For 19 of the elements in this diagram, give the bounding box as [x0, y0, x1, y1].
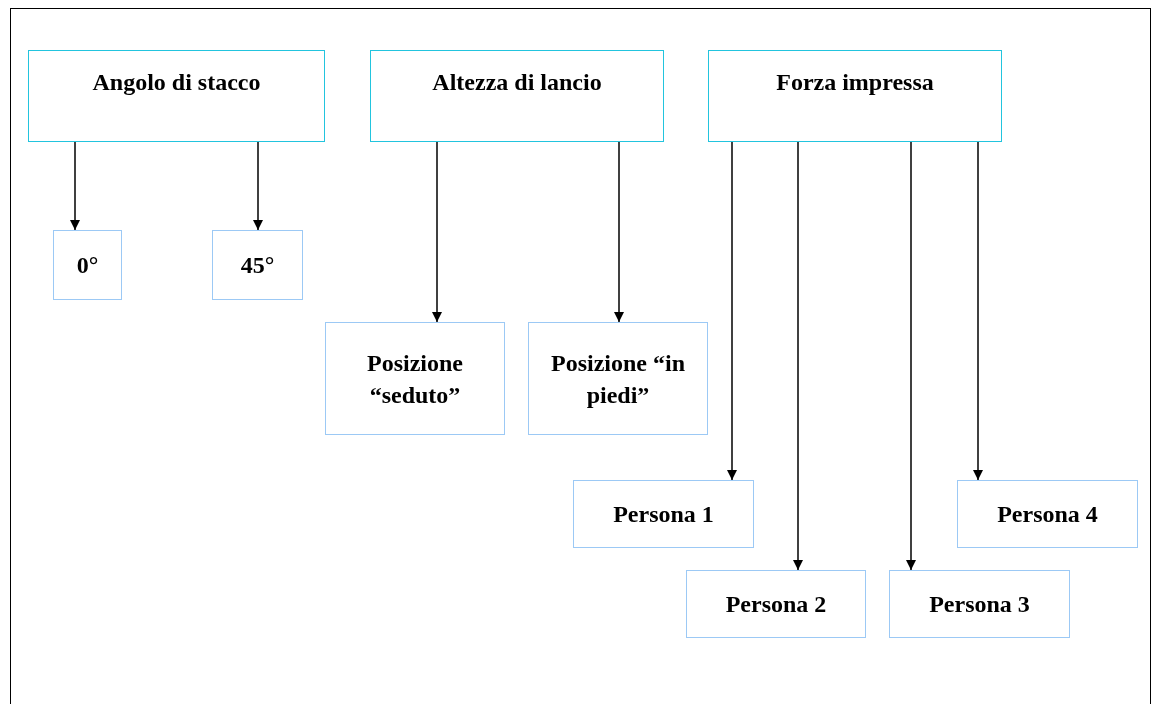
arrow	[432, 141, 442, 323]
label-box: Persona 3	[889, 570, 1070, 638]
arrow	[973, 141, 983, 481]
label-box: Persona 1	[573, 480, 754, 548]
arrow	[614, 141, 624, 323]
label-box: 0°	[53, 230, 122, 300]
label-box: Persona 2	[686, 570, 866, 638]
arrow	[793, 141, 803, 571]
label-box: Angolo di stacco	[28, 50, 325, 142]
label-box: Posizione “in piedi”	[528, 322, 708, 435]
arrow	[727, 141, 737, 481]
arrow	[906, 141, 916, 571]
arrow	[253, 141, 263, 231]
label-box: Persona 4	[957, 480, 1138, 548]
label-box: Forza impressa	[708, 50, 1002, 142]
label-box: Posizione “seduto”	[325, 322, 505, 435]
arrow	[70, 141, 80, 231]
label-box: Altezza di lancio	[370, 50, 664, 142]
label-box: 45°	[212, 230, 303, 300]
